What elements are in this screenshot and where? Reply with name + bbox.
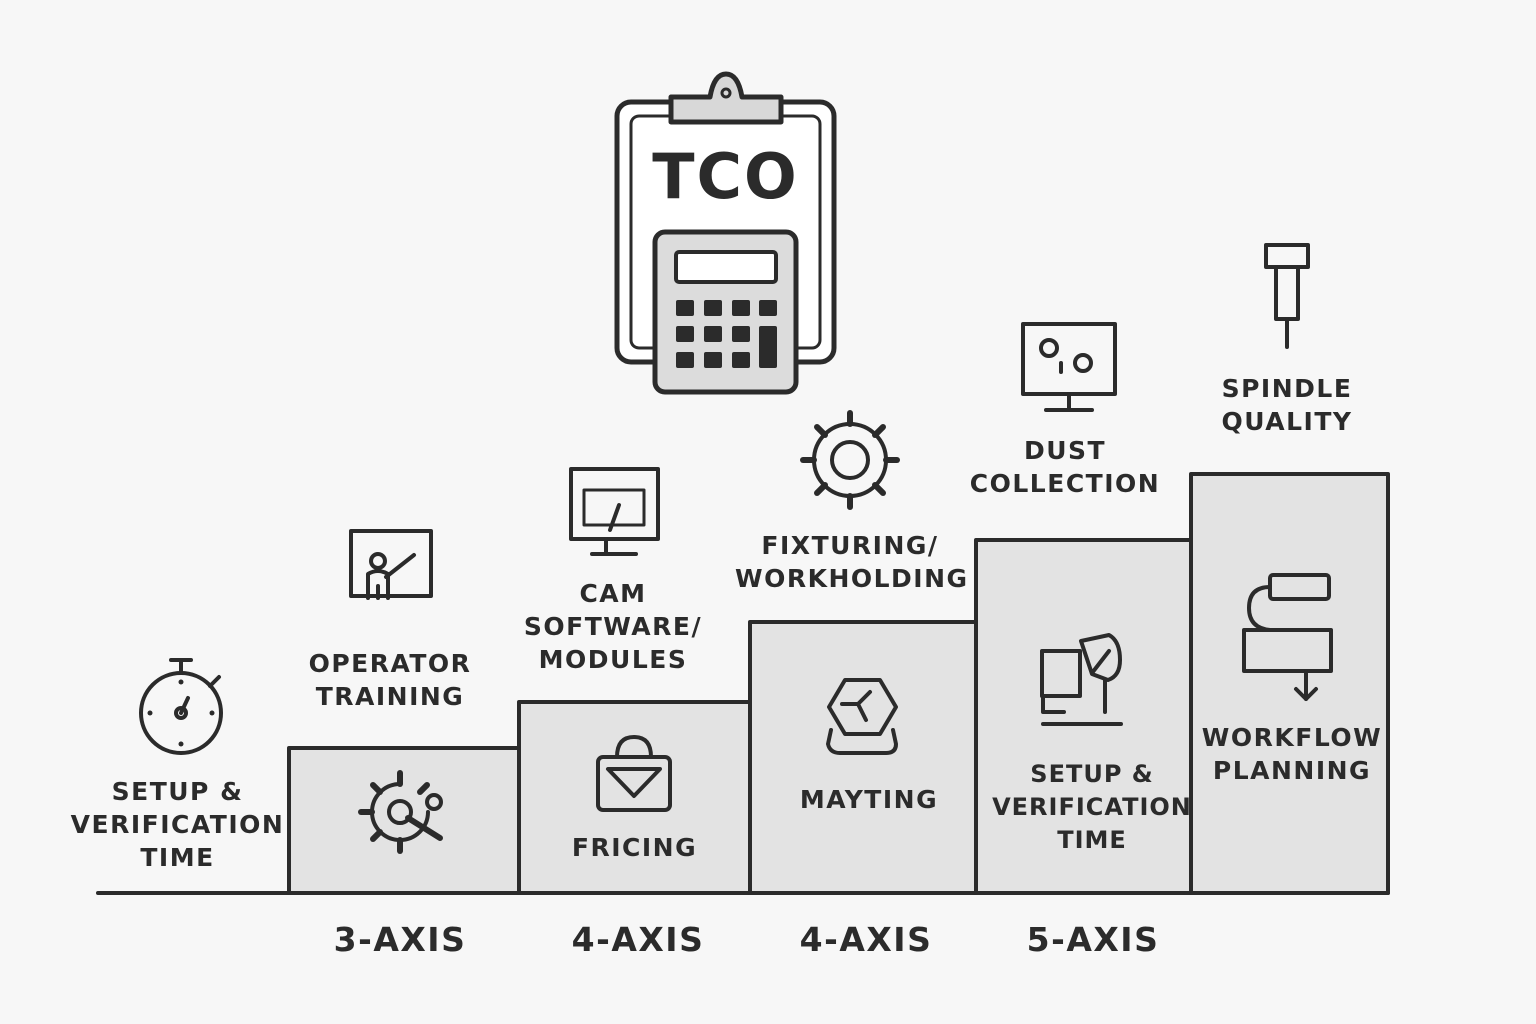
label-cam-software: CAM SOFTWARE/ MODULES — [508, 577, 718, 676]
step-top — [1189, 472, 1390, 895]
flowchart-icon — [1242, 573, 1333, 701]
label-line: MODULES — [538, 645, 688, 674]
label-line: PLANNING — [1212, 756, 1372, 785]
label-line: SPINDLE — [1221, 374, 1353, 403]
label-spindle-quality: SPINDLE QUALITY — [1192, 372, 1382, 438]
label-workflow-planning: WORKFLOW PLANNING — [1196, 721, 1388, 787]
label-line: VERIFICATION — [70, 810, 285, 839]
bag-icon — [596, 735, 672, 812]
axis-label-3-axis: 3-AXIS — [333, 920, 467, 959]
step-4-axis-b — [748, 620, 978, 895]
label-line: TIME — [1057, 826, 1127, 854]
label-line: SOFTWARE/ — [523, 612, 703, 641]
machine-icon — [1040, 633, 1123, 726]
stopwatch-icon — [139, 658, 223, 755]
label-fixturing-workholding: FIXTURING/ WORKHOLDING — [735, 529, 969, 595]
label-line: QUALITY — [1221, 407, 1353, 436]
label-line: OPERATOR — [308, 649, 472, 678]
label-dust-collection: DUST COLLECTION — [960, 434, 1170, 500]
label-line: SETUP & — [111, 777, 244, 806]
label-line: FIXTURING/ — [761, 531, 939, 560]
label-line: SETUP & — [1030, 760, 1154, 788]
axis-label-4-axis-a: 4-AXIS — [571, 920, 705, 959]
label-fricing: FRICING — [571, 833, 698, 862]
label-line: COLLECTION — [969, 469, 1161, 498]
axis-label-5-axis: 5-AXIS — [1026, 920, 1160, 959]
label-setup-verification-time: SETUP & VERIFICATION TIME — [70, 775, 285, 874]
gear-icon — [800, 410, 900, 510]
dust-monitor-icon — [1021, 322, 1117, 412]
hexagon-icon — [826, 678, 898, 755]
label-operator-training: OPERATOR TRAINING — [290, 647, 490, 713]
monitor-icon — [569, 467, 660, 556]
label-line: DUST — [1023, 436, 1107, 465]
label-line: VERIFICATION — [992, 793, 1192, 821]
label-setup-verification-step: SETUP & VERIFICATION TIME — [976, 758, 1208, 857]
label-line: CAM — [579, 579, 647, 608]
label-line: TRAINING — [315, 682, 465, 711]
tco-title: TCO — [652, 140, 799, 213]
label-mayting: MAYTING — [799, 785, 939, 814]
presentation-icon — [349, 529, 433, 600]
label-line: WORKFLOW — [1201, 723, 1383, 752]
calculator-icon — [652, 229, 799, 395]
axis-label-4-axis-b: 4-AXIS — [799, 920, 933, 959]
gear-wrench-icon — [358, 770, 443, 854]
spindle-icon — [1264, 243, 1310, 349]
label-line: TIME — [140, 843, 215, 872]
label-line: WORKHOLDING — [735, 564, 969, 593]
